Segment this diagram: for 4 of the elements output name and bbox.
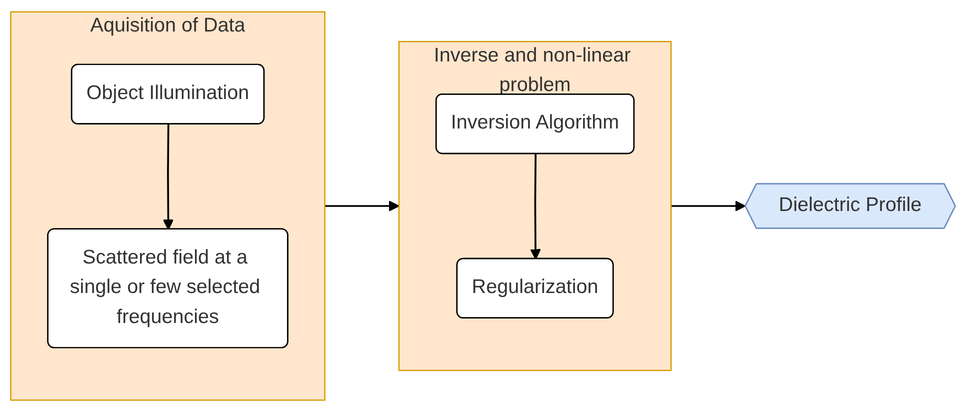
- arrow: [671, 200, 746, 212]
- arrow: [530, 154, 541, 260]
- arrow: [324, 200, 400, 212]
- arrow: [162, 124, 174, 230]
